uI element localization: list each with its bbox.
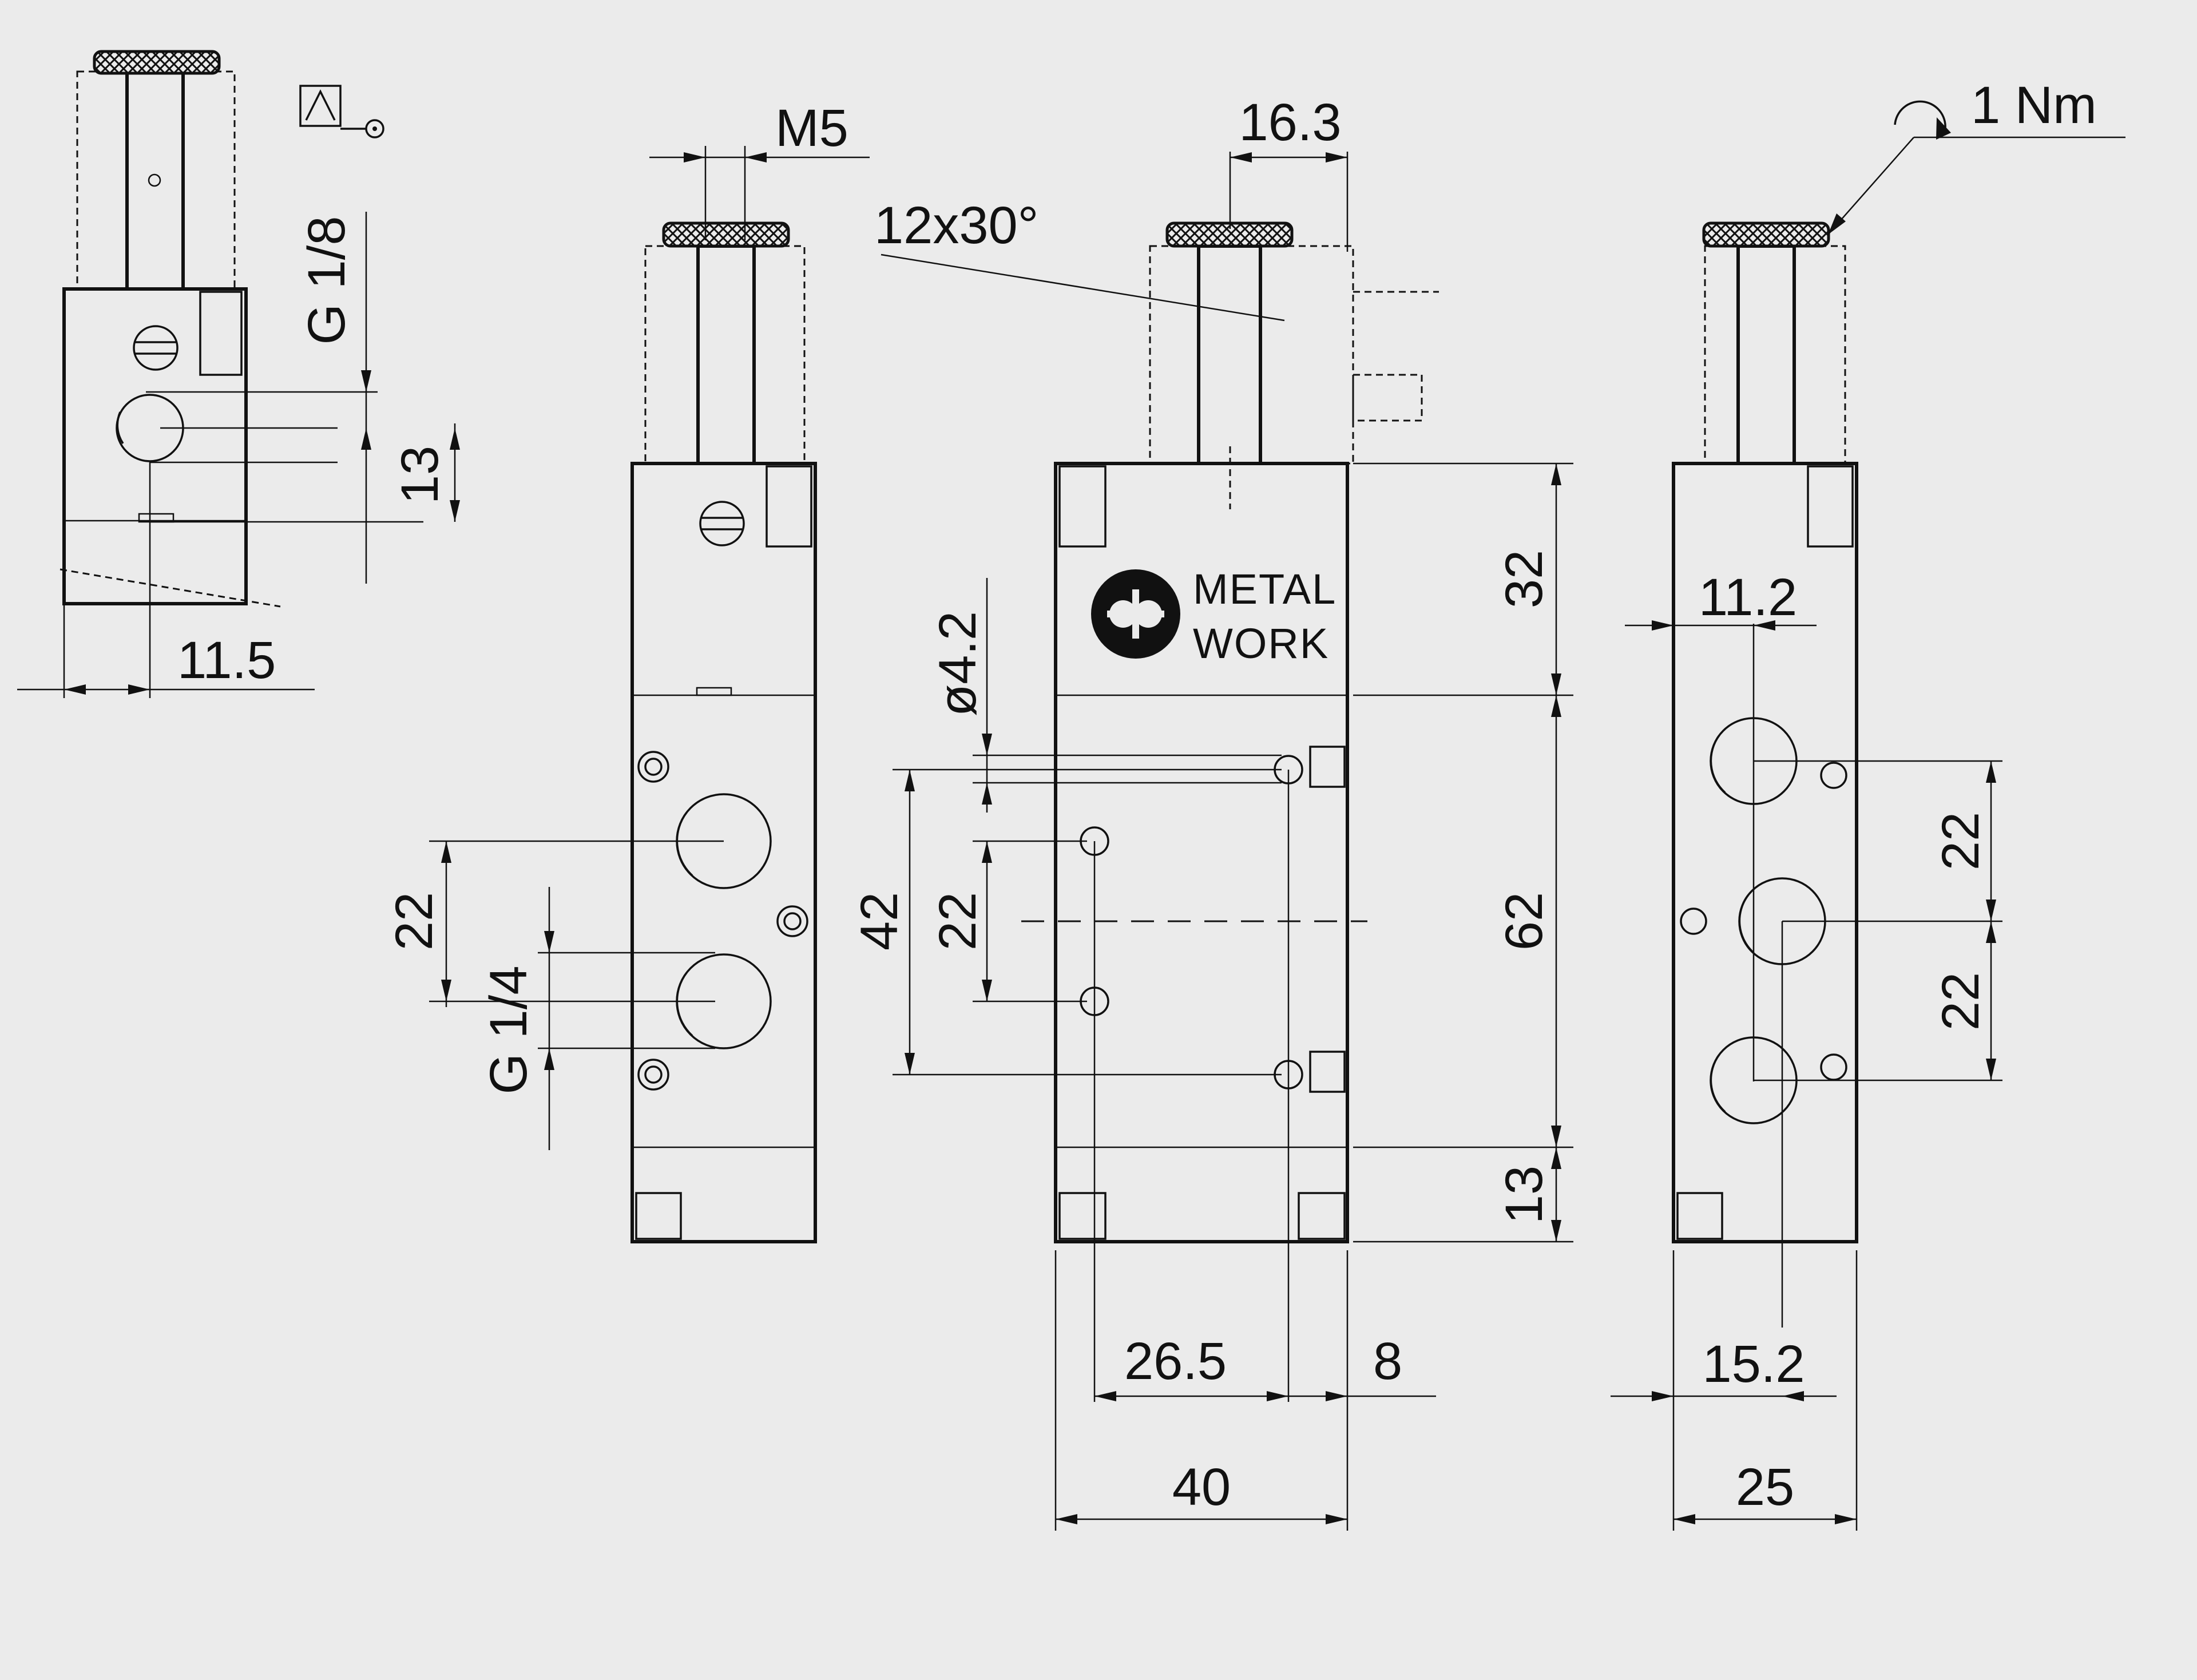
dim-d4-2: ø4.2 [929, 611, 987, 716]
knurled-knob [93, 50, 221, 75]
knurled-knob [662, 221, 790, 248]
dim-26-5: 26.5 [1124, 1332, 1227, 1390]
dim-g18: G 1/8 [298, 216, 356, 344]
logo-line1: METAL [1193, 565, 1337, 613]
dim-11-5: 11.5 [177, 631, 276, 690]
dim-25: 25 [1736, 1458, 1794, 1516]
side-view-left: 11.5 13 G 1/8 [17, 50, 460, 698]
dim-22-view3: 22 [929, 892, 987, 950]
dim-22-view4b: 22 [1932, 972, 1990, 1031]
valve-symbol-icon [299, 85, 384, 138]
dim-22-view4a: 22 [1932, 812, 1990, 870]
dim-32: 32 [1495, 550, 1553, 608]
dim-8: 8 [1373, 1332, 1402, 1390]
dim-62: 62 [1495, 892, 1553, 950]
dim-m5: M5 [775, 99, 848, 157]
knurled-knob [1702, 221, 1830, 248]
rear-view: 11.2 22 22 15.2 25 1 Nm [1611, 76, 2125, 1531]
torque-icon [1894, 100, 1951, 140]
dim-16-3: 16.3 [1239, 93, 1341, 152]
dim-12x30: 12x30° [874, 196, 1038, 255]
dim-13-front: 13 [1495, 1166, 1553, 1224]
dim-40: 40 [1172, 1458, 1231, 1516]
dim-42: 42 [850, 892, 909, 950]
front-view: METAL WORK ø4.2 42 22 [850, 93, 1573, 1531]
metal-work-logo: METAL WORK [1091, 565, 1337, 667]
dim-22-view2: 22 [385, 892, 443, 950]
dim-11-2: 11.2 [1699, 568, 1797, 627]
dim-13-left: 13 [391, 446, 449, 504]
dim-15-2: 15.2 [1702, 1335, 1805, 1393]
dim-1nm: 1 Nm [1971, 76, 2097, 134]
logo-line2: WORK [1193, 620, 1329, 667]
side-view-m5: 22 G 1/4 M5 [385, 99, 870, 1243]
dim-g14: G 1/4 [479, 965, 538, 1094]
